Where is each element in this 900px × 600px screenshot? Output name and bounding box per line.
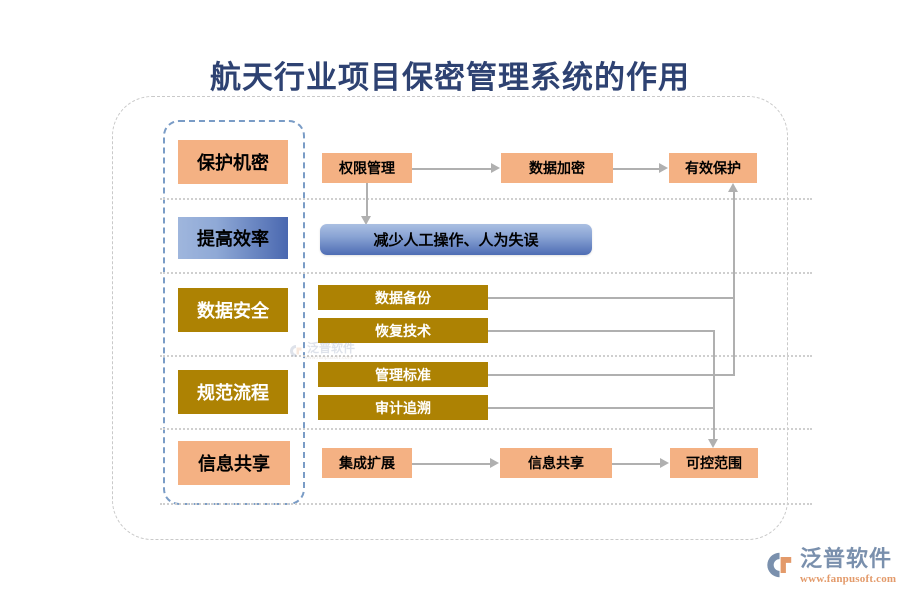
node-label: 信息共享 [528,455,584,471]
arrow-head-down [361,216,371,225]
arrow-head-right [659,163,668,173]
arrow-head-up [728,183,738,192]
connector-standard-to-bus-a [488,374,735,376]
brand-logo: 泛普软件 www.fanpusoft.com [762,548,896,585]
arrow-head-right [660,458,669,468]
node-audit-trail[interactable]: 审计追溯 [318,395,488,420]
node-permission-management[interactable]: 权限管理 [322,153,412,183]
node-data-backup[interactable]: 数据备份 [318,285,488,310]
category-label-protect-secrets[interactable]: 保护机密 [178,140,288,184]
node-effective-protection[interactable]: 有效保护 [669,153,757,183]
connector-encryption-to-protection [613,168,660,170]
row-divider-4 [160,428,812,430]
connector-integration-to-sharing [412,463,490,465]
arrow-head-down [708,439,718,448]
row-divider-5 [160,503,812,505]
connector-audit-to-bus-b [488,407,715,409]
outer-frame [112,96,788,540]
node-label: 数据备份 [375,289,431,306]
category-label-text: 保护机密 [197,153,269,173]
arrow-head-right [490,458,499,468]
row-divider-2 [160,272,812,274]
node-label: 减少人工操作、人为失误 [373,232,539,249]
node-controllable-scope[interactable]: 可控范围 [670,448,758,478]
arrow-head-right [491,163,500,173]
category-label-improve-efficiency[interactable]: 提高效率 [178,217,288,259]
bus-line-b-vertical [713,330,715,441]
node-label: 数据加密 [529,160,585,176]
node-label: 有效保护 [685,160,741,176]
bus-line-a-vertical [733,192,735,376]
row-divider-1 [160,198,812,200]
connector-permission-to-encryption [412,168,492,170]
fanpu-logo-icon [767,552,792,578]
category-label-text: 信息共享 [198,454,270,474]
node-data-encryption[interactable]: 数据加密 [501,153,613,183]
node-integration-expansion[interactable]: 集成扩展 [322,448,412,478]
logo-url: www.fanpusoft.com [800,573,897,585]
node-label: 审计追溯 [375,399,431,416]
connector-recovery-to-bus-b [488,330,715,332]
category-label-info-sharing[interactable]: 信息共享 [178,441,290,485]
node-recovery-technology[interactable]: 恢复技术 [318,318,488,343]
connector-permission-to-reduce-manual [366,183,368,218]
category-label-text: 规范流程 [197,383,269,403]
category-label-standardize-process[interactable]: 规范流程 [178,370,288,414]
logo-name: 泛普软件 [800,546,893,571]
node-label: 权限管理 [339,160,395,176]
connector-sharing-to-scope [612,463,660,465]
node-label: 可控范围 [686,455,742,471]
category-label-data-security[interactable]: 数据安全 [178,288,288,332]
category-label-text: 提高效率 [197,229,269,249]
node-label: 集成扩展 [339,455,395,471]
node-management-standard[interactable]: 管理标准 [318,362,488,387]
connector-backup-to-bus-a [488,297,735,299]
row-divider-3 [160,355,812,357]
category-label-text: 数据安全 [197,301,269,321]
node-information-sharing[interactable]: 信息共享 [500,448,612,478]
page-title: 航天行业项目保密管理系统的作用 [210,60,690,95]
node-label: 恢复技术 [375,322,431,339]
node-reduce-manual-operation[interactable]: 减少人工操作、人为失误 [320,224,592,255]
node-label: 管理标准 [375,366,431,383]
